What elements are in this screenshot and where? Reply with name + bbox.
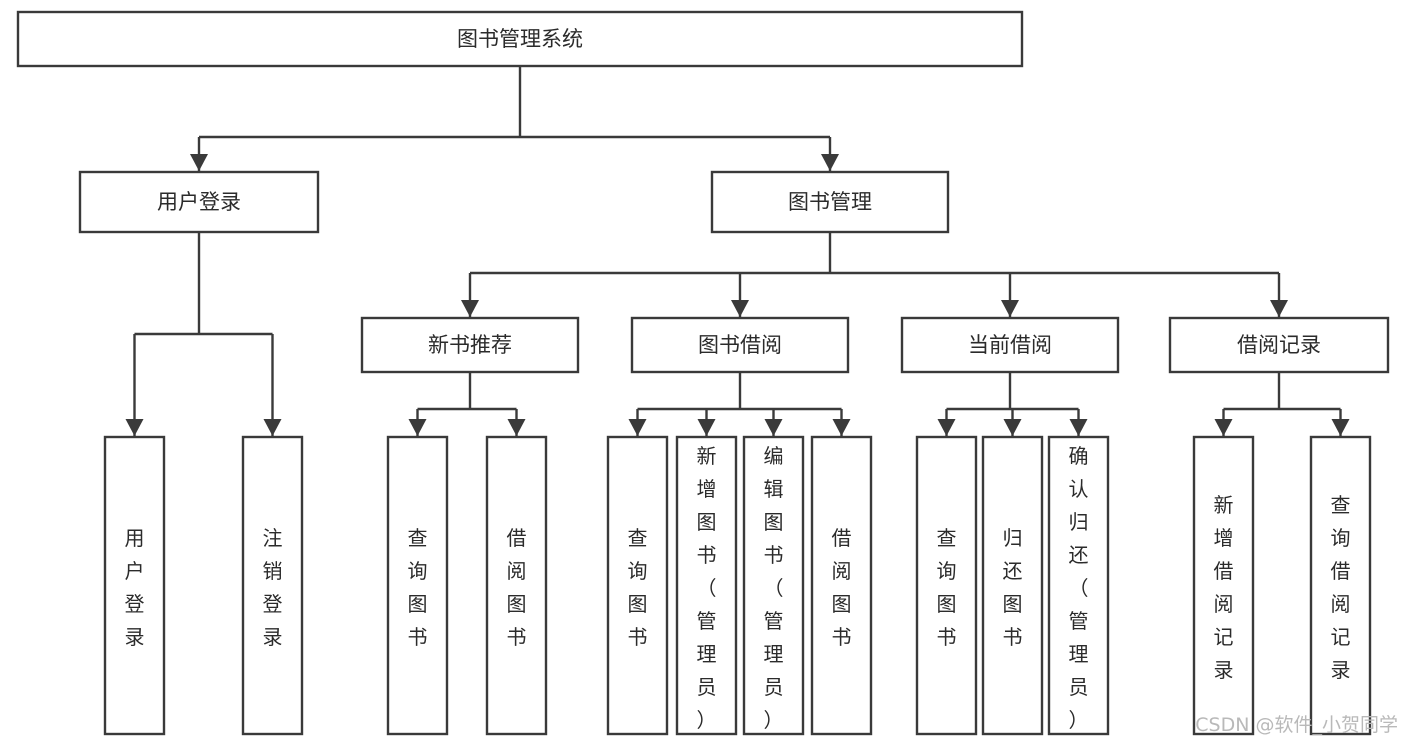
node-box-leaf-user-logout: [241, 435, 304, 736]
node-label-leaf-add-record: 新增借阅记录: [1214, 493, 1234, 682]
node-box-leaf-add-book: [675, 435, 738, 736]
connector-layer: [125, 66, 1350, 436]
csdn-watermark: CSDN @软件_小贺同学: [1195, 714, 1398, 736]
node-box-leaf-borrow-book-1: [485, 435, 548, 736]
node-leaf-query-book-3[interactable]: 查询图书: [915, 435, 978, 736]
node-label-leaf-user-logout: 注销登录: [263, 526, 283, 649]
leafgrp-new-book-recommend-arrow-0: [408, 419, 427, 436]
node-label-current-borrow: 当前借阅: [968, 333, 1052, 357]
node-label-user-login: 用户登录: [157, 190, 241, 214]
book-manage-arrow-2: [1001, 300, 1019, 317]
node-book-manage[interactable]: 图书管理: [710, 170, 950, 234]
leafgrp-book-borrow-arrow-0: [628, 419, 647, 436]
leafgrp-new-book-recommend-arrow-1: [507, 419, 526, 436]
node-box-book-manage: [710, 170, 950, 234]
node-box-leaf-query-book-1: [386, 435, 449, 736]
node-box-user-login: [78, 170, 320, 234]
node-label-new-book-recommend: 新书推荐: [428, 333, 512, 357]
node-label-book-manage: 图书管理: [788, 190, 872, 214]
node-root[interactable]: 图书管理系统: [16, 10, 1024, 68]
node-leaf-confirm-return[interactable]: 确认归还（管理员）: [1047, 435, 1110, 736]
leafgrp-book-borrow-arrow-3: [832, 419, 851, 436]
node-box-new-book-recommend: [360, 316, 580, 374]
node-leaf-query-book-1[interactable]: 查询图书: [386, 435, 449, 736]
leafgrp-current-borrow-arrow-2: [1069, 419, 1088, 436]
leafgrp-borrow-record-arrow-1: [1331, 419, 1350, 436]
node-label-leaf-query-book-3: 查询图书: [937, 526, 957, 649]
node-box-leaf-user-login: [103, 435, 166, 736]
node-label-book-borrow: 图书借阅: [698, 333, 782, 357]
node-box-leaf-edit-book: [742, 435, 805, 736]
node-box-borrow-record: [1168, 316, 1390, 374]
node-leaf-query-book-2[interactable]: 查询图书: [606, 435, 669, 736]
root-arrow-0: [190, 154, 208, 171]
node-label-leaf-query-book-1: 查询图书: [408, 526, 428, 649]
node-label-leaf-query-record: 查询借阅记录: [1331, 493, 1351, 682]
node-box-root: [16, 10, 1024, 68]
node-leaf-query-record[interactable]: 查询借阅记录: [1309, 435, 1372, 736]
node-label-leaf-edit-book: 编辑图书（管理员）: [764, 444, 784, 732]
node-label-leaf-return-book: 归还图书: [1003, 526, 1023, 649]
node-leaf-add-book[interactable]: 新增图书（管理员）: [675, 435, 738, 736]
node-leaf-borrow-book-1[interactable]: 借阅图书: [485, 435, 548, 736]
leafgrp-current-borrow-arrow-0: [937, 419, 956, 436]
node-leaf-user-logout[interactable]: 注销登录: [241, 435, 304, 736]
node-book-borrow[interactable]: 图书借阅: [630, 316, 850, 374]
node-label-leaf-query-book-2: 查询图书: [628, 526, 648, 649]
node-user-login[interactable]: 用户登录: [78, 170, 320, 234]
node-box-leaf-add-record: [1192, 435, 1255, 736]
node-borrow-record[interactable]: 借阅记录: [1168, 316, 1390, 374]
node-new-book-recommend[interactable]: 新书推荐: [360, 316, 580, 374]
node-current-borrow[interactable]: 当前借阅: [900, 316, 1120, 374]
node-box-leaf-borrow-book-2: [810, 435, 873, 736]
book-manage-arrow-1: [731, 300, 749, 317]
book-manage-arrow-0: [461, 300, 479, 317]
node-label-borrow-record: 借阅记录: [1237, 333, 1321, 357]
node-leaf-borrow-book-2[interactable]: 借阅图书: [810, 435, 873, 736]
node-label-leaf-borrow-book-2: 借阅图书: [832, 526, 852, 649]
book-manage-arrow-3: [1270, 300, 1288, 317]
node-box-current-borrow: [900, 316, 1120, 374]
node-box-book-borrow: [630, 316, 850, 374]
leafgrp-current-borrow-arrow-1: [1003, 419, 1022, 436]
node-box-leaf-return-book: [981, 435, 1044, 736]
leafgrp-book-borrow-arrow-1: [697, 419, 716, 436]
node-leaf-edit-book[interactable]: 编辑图书（管理员）: [742, 435, 805, 736]
root-arrow-1: [821, 154, 839, 171]
node-label-leaf-add-book: 新增图书（管理员）: [697, 444, 717, 732]
node-box-leaf-confirm-return: [1047, 435, 1110, 736]
node-box-leaf-query-book-2: [606, 435, 669, 736]
node-box-leaf-query-book-3: [915, 435, 978, 736]
node-layer: 图书管理系统用户登录图书管理新书推荐图书借阅当前借阅借阅记录用户登录注销登录查询…: [16, 10, 1390, 736]
leafgrp-user-login-arrow-1: [263, 419, 282, 436]
node-leaf-user-login[interactable]: 用户登录: [103, 435, 166, 736]
leafgrp-borrow-record-arrow-0: [1214, 419, 1233, 436]
node-label-leaf-user-login: 用户登录: [125, 526, 145, 649]
leafgrp-book-borrow-arrow-2: [764, 419, 783, 436]
node-label-leaf-borrow-book-1: 借阅图书: [507, 526, 527, 649]
leafgrp-user-login-arrow-0: [125, 419, 144, 436]
node-leaf-add-record[interactable]: 新增借阅记录: [1192, 435, 1255, 736]
node-box-leaf-query-record: [1309, 435, 1372, 736]
node-leaf-return-book[interactable]: 归还图书: [981, 435, 1044, 736]
node-label-root: 图书管理系统: [457, 27, 583, 51]
node-label-leaf-confirm-return: 确认归还（管理员）: [1069, 444, 1089, 732]
